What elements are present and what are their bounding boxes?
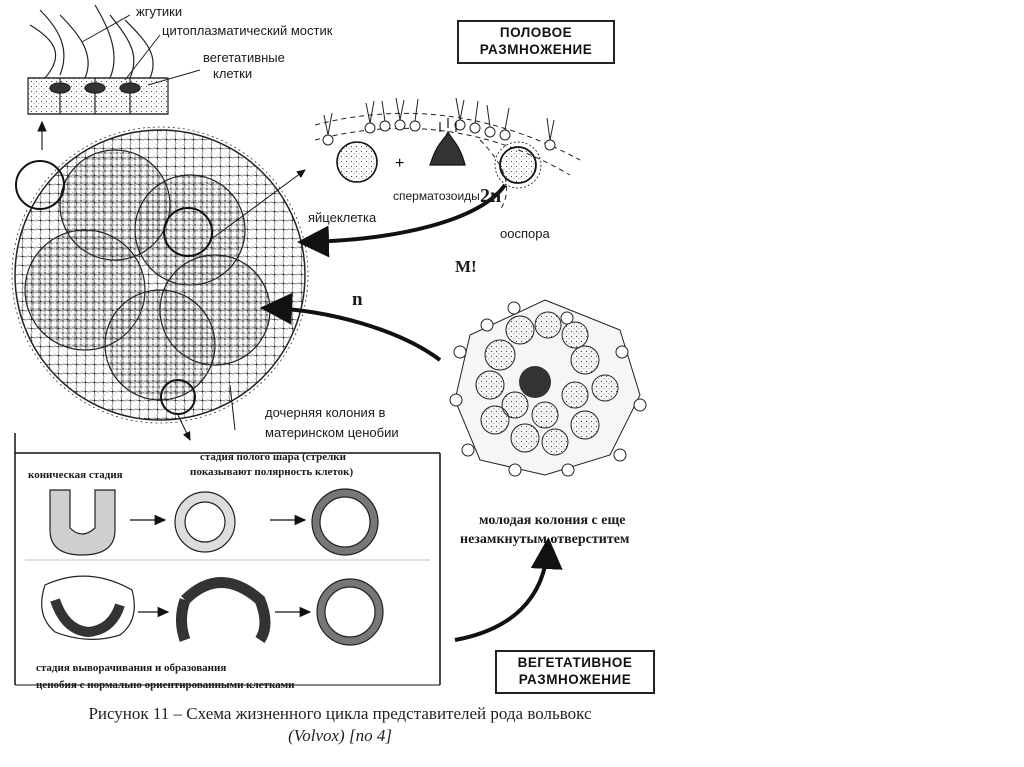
figure-caption-source: (Volvox) [по 4] xyxy=(288,726,392,745)
stage-eversion-2 xyxy=(176,577,271,644)
stage-eversion-1 xyxy=(41,575,135,640)
label-egg: яйцеклетка xyxy=(308,210,377,225)
arrow-meiosis xyxy=(297,183,507,258)
arrow-n xyxy=(260,292,442,362)
daughter-colony xyxy=(104,289,216,401)
figure-caption: Рисунок 11 – Схема жизненного цикла пред… xyxy=(88,704,592,723)
box-vegetative-line1: ВЕГЕТАТИВНОЕ xyxy=(517,655,633,670)
label-young-colony-line2: незамкнутым отверститем xyxy=(460,532,630,547)
box-sexual-line2: РАЗМНОЖЕНИЕ xyxy=(479,41,593,57)
label-daughter-line2: материнском ценобии xyxy=(265,425,399,440)
label-bridge: цитоплазматический мостик xyxy=(162,23,333,38)
label-conic-stage: коническая стадия xyxy=(28,469,123,481)
label-oospore: ооспора xyxy=(500,226,550,241)
label-n: n xyxy=(352,289,363,310)
stage-cone xyxy=(49,489,116,556)
label-young-colony-line1: молодая колония с еще xyxy=(479,513,626,528)
label-meiosis: M! xyxy=(455,257,477,276)
stage-hollow-ball xyxy=(174,491,236,553)
sperm-bundle xyxy=(429,118,466,166)
label-vegetative-line1: вегетативные xyxy=(203,50,285,65)
label-vegetative-line2: клетки xyxy=(213,66,253,81)
oospore xyxy=(499,146,537,184)
mother-colony xyxy=(11,126,309,441)
arrow-vegetative xyxy=(454,537,563,642)
label-eversion-line2: ценобия с нормально ориентированными кле… xyxy=(36,679,295,691)
box-sexual-line1: ПОЛОВОЕ xyxy=(499,25,573,40)
leader-bridge xyxy=(124,34,161,81)
label-eversion-line1: стадия выворачивания и образования xyxy=(36,662,227,674)
label-sperm: сперматозоиды xyxy=(393,189,480,203)
label-hollow-ball-line2: показывают полярность клеток) xyxy=(190,466,354,478)
box-vegetative-reproduction: ВЕГЕТАТИВНОЕ РАЗМНОЖЕНИЕ xyxy=(495,650,655,694)
egg-cell xyxy=(336,141,378,183)
stage-ball-ring xyxy=(311,488,379,556)
development-panel xyxy=(14,433,441,686)
plus-sign: + xyxy=(395,155,404,172)
stage-eversion-3 xyxy=(316,578,384,646)
label-2n: 2n xyxy=(480,185,502,207)
surface-cells xyxy=(322,97,556,151)
label-hollow-ball-line1: стадия полого шара (стрелки xyxy=(200,451,346,463)
leader-flagella xyxy=(81,14,131,43)
box-sexual-reproduction: ПОЛОВОЕ РАЗМНОЖЕНИЕ xyxy=(457,20,615,64)
label-flagella: жгутики xyxy=(136,4,183,19)
stage-arrows xyxy=(130,514,312,618)
box-vegetative-line2: РАЗМНОЖЕНИЕ xyxy=(518,671,632,687)
label-daughter-line1: дочерняя колония в xyxy=(265,405,386,420)
flagella-inset xyxy=(27,4,169,150)
young-colony xyxy=(449,299,647,477)
leader-vegetative xyxy=(147,69,201,86)
